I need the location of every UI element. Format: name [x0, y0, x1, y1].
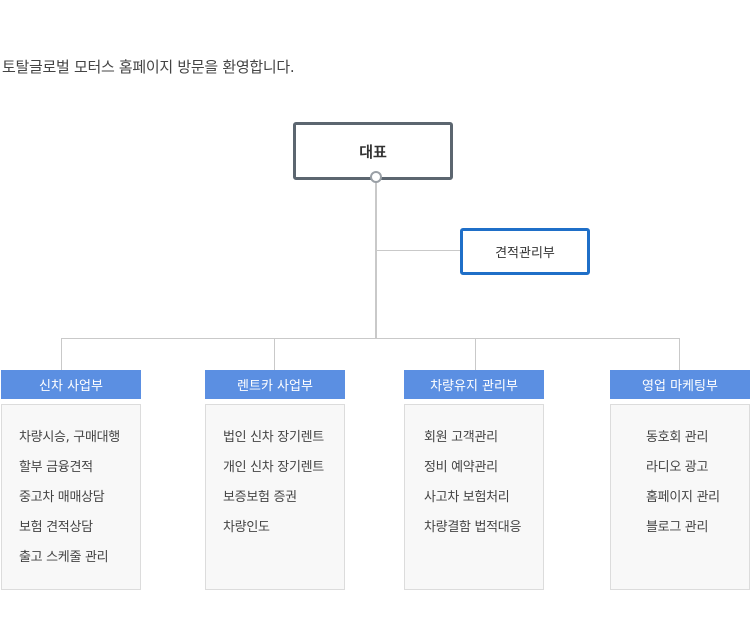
list-item: 법인 신차 장기렌트 [223, 430, 324, 445]
dept-panel-marketing: 동호회 관리 라디오 광고 홈페이지 관리 블로그 관리 [610, 404, 750, 590]
list-item: 홈페이지 관리 [646, 490, 720, 505]
connector-dept-1 [61, 338, 62, 370]
list-item: 보험 견적상담 [19, 520, 93, 535]
connector-node [370, 171, 382, 183]
dept-header-maintenance: 차량유지 관리부 [404, 370, 544, 399]
estimate-dept-box: 견적관리부 [460, 228, 590, 275]
list-item: 정비 예약관리 [424, 460, 498, 475]
list-item: 개인 신차 장기렌트 [223, 460, 324, 475]
welcome-message: 토탈글로벌 모터스 홈페이지 방문을 환영합니다. [2, 58, 295, 76]
connector-dept-4 [679, 338, 680, 370]
list-item: 차량시승, 구매대행 [19, 430, 120, 445]
dept-header-new-car: 신차 사업부 [1, 370, 141, 399]
list-item: 사고차 보험처리 [424, 490, 510, 505]
list-item: 동호회 관리 [646, 430, 709, 445]
list-item: 블로그 관리 [646, 520, 709, 535]
ceo-box: 대표 [293, 122, 453, 180]
list-item: 보증보험 증권 [223, 490, 297, 505]
dept-panel-rent-car: 법인 신차 장기렌트 개인 신차 장기렌트 보증보험 증권 차량인도 [205, 404, 345, 590]
dept-panel-maintenance: 회원 고객관리 정비 예약관리 사고차 보험처리 차량결함 법적대응 [404, 404, 544, 590]
list-item: 할부 금융견적 [19, 460, 93, 475]
list-item: 라디오 광고 [646, 460, 709, 475]
list-item: 중고차 매매상담 [19, 490, 105, 505]
connector-horizontal-bus [61, 338, 680, 339]
dept-panel-new-car: 차량시승, 구매대행 할부 금융견적 중고차 매매상담 보험 견적상담 출고 스… [1, 404, 141, 590]
connector-dept-3 [475, 338, 476, 370]
list-item: 차량인도 [223, 520, 270, 535]
connector-dept-2 [274, 338, 275, 370]
list-item: 차량결함 법적대응 [424, 520, 522, 535]
dept-header-marketing: 영업 마케팅부 [610, 370, 750, 399]
connector-ceo-vertical [375, 177, 377, 339]
connector-estimate-branch [377, 250, 461, 251]
list-item: 출고 스케줄 관리 [19, 550, 109, 565]
list-item: 회원 고객관리 [424, 430, 498, 445]
dept-header-rent-car: 렌트카 사업부 [205, 370, 345, 399]
